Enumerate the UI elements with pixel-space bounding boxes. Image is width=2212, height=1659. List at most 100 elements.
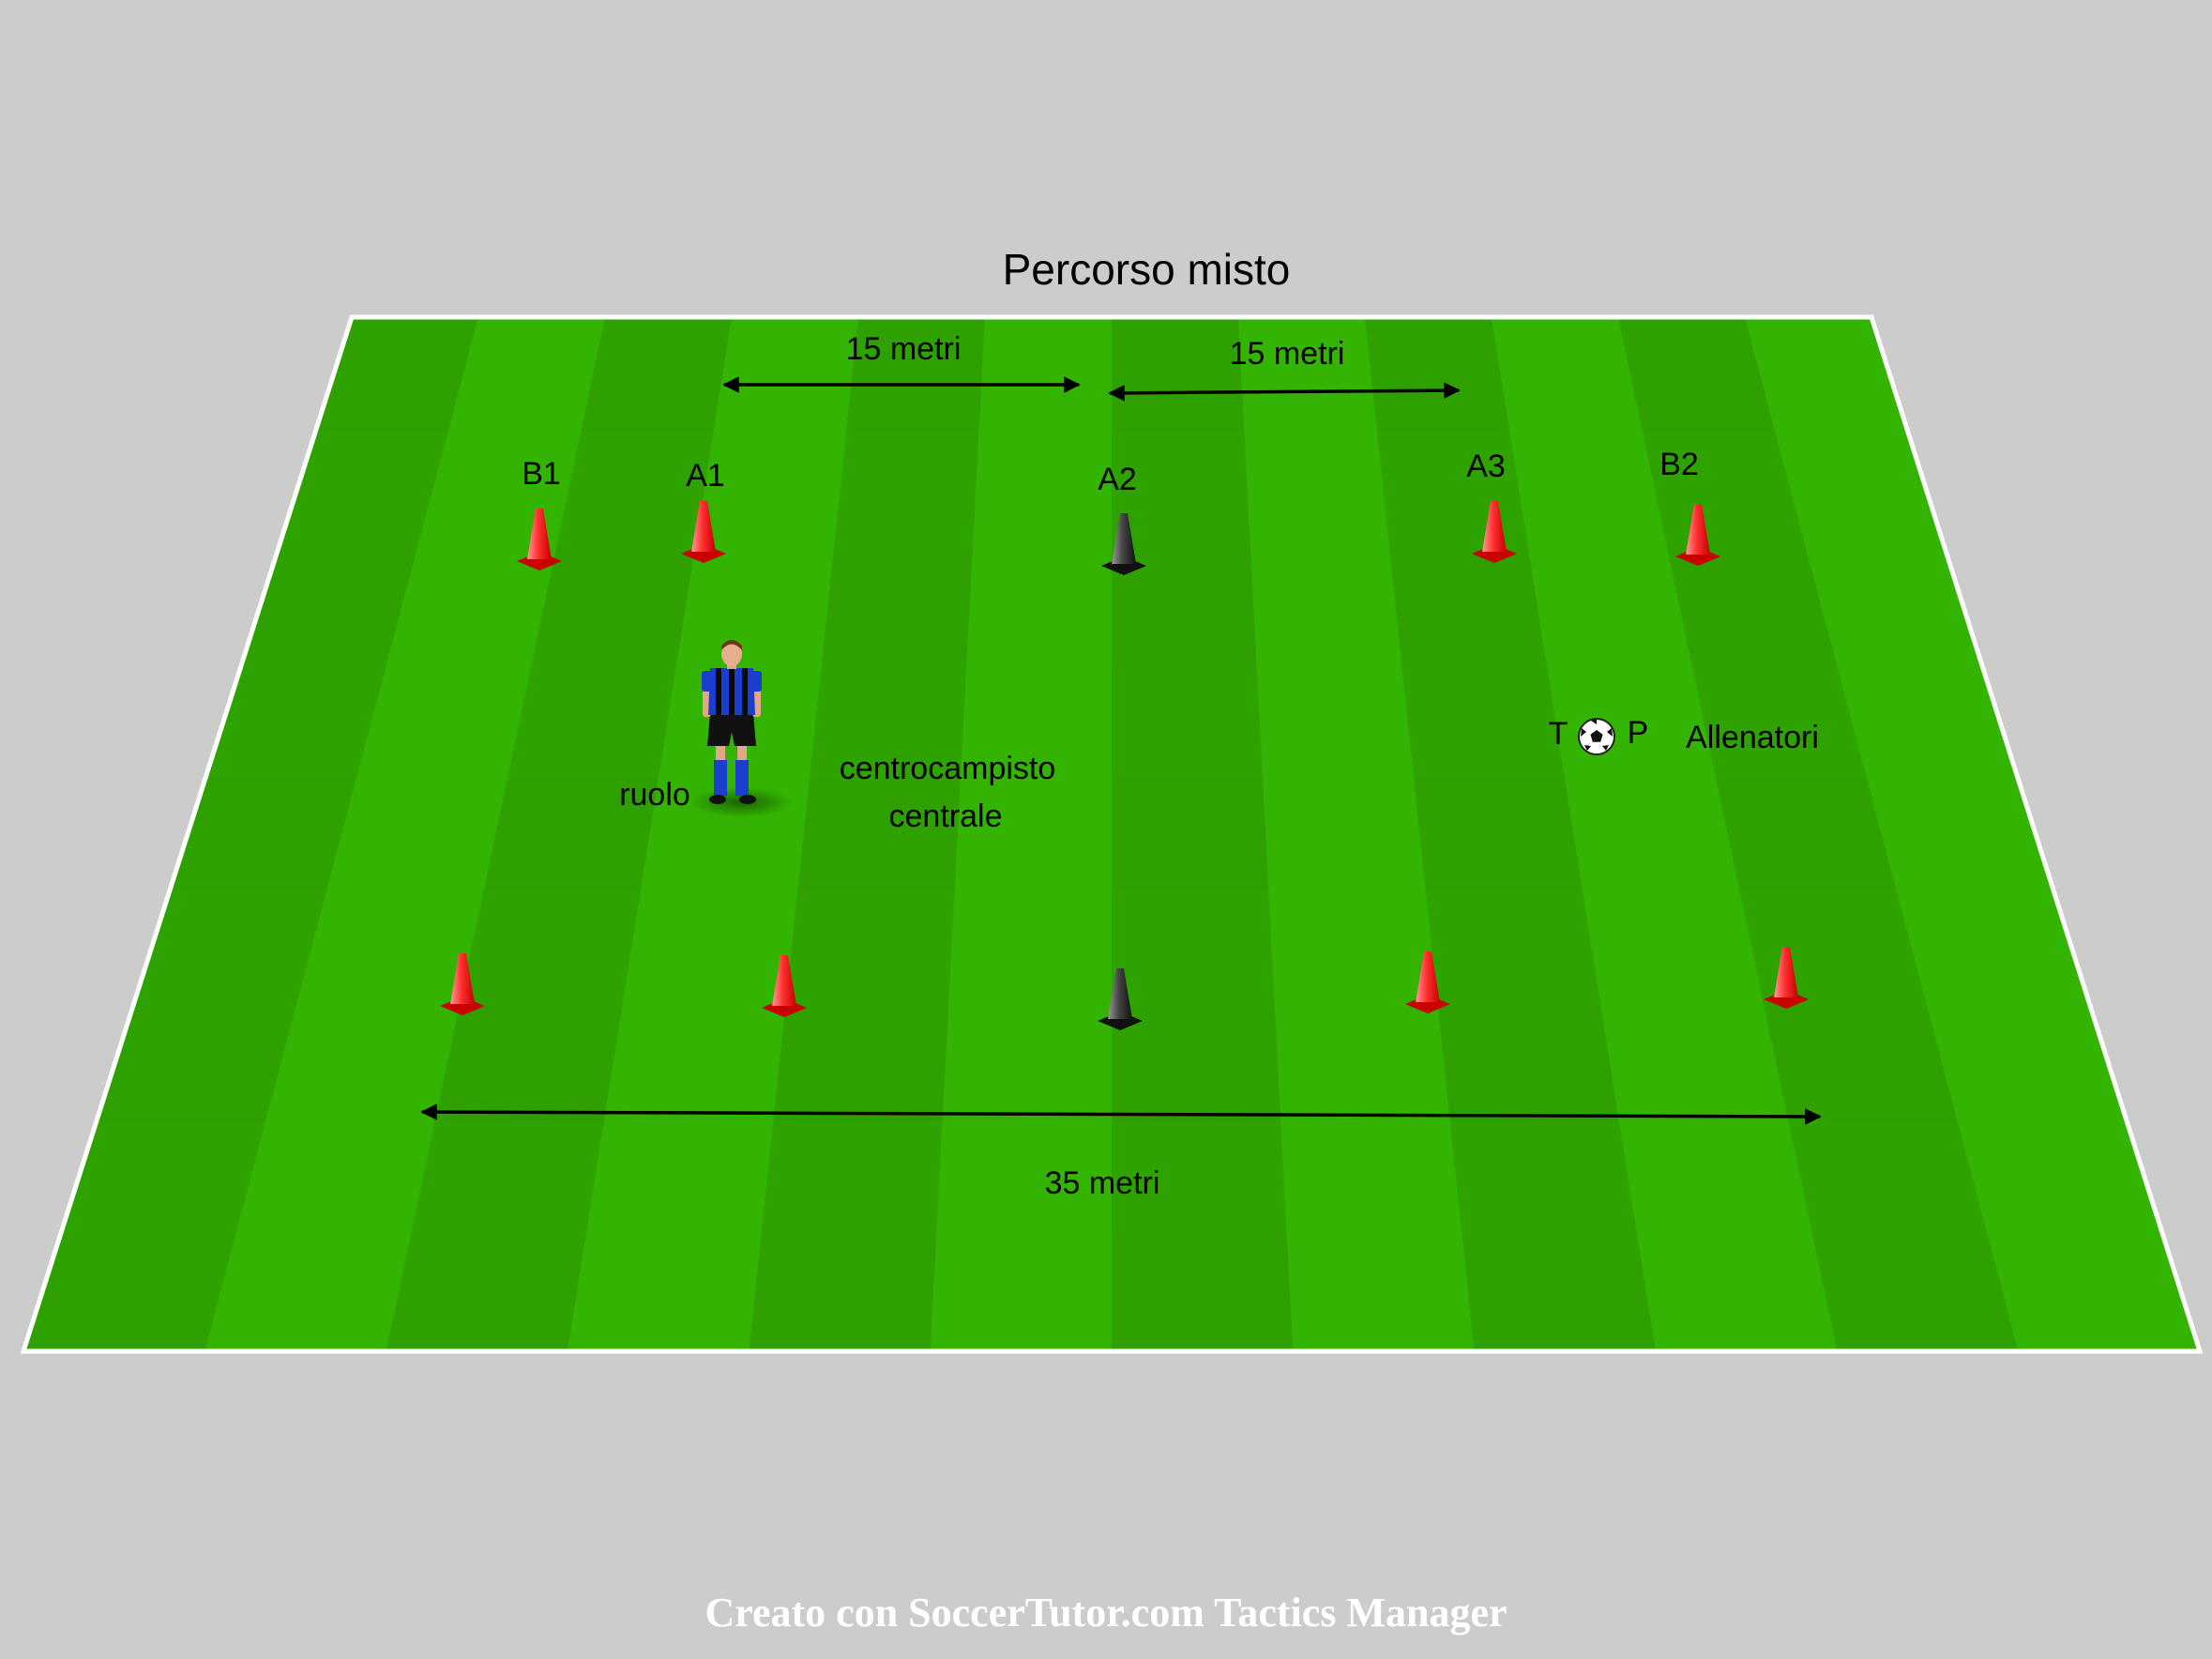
pitch-stripe (1618, 317, 1776, 433)
pitch-stripe (978, 317, 1112, 433)
pitch-stripe (1462, 1236, 1656, 1351)
pitch-stripe (966, 546, 1112, 662)
pitch-stripe (1957, 1121, 2164, 1237)
pitch-stripe (749, 1236, 937, 1351)
pitch-stripe (1509, 432, 1667, 547)
pitch-stripe (942, 1006, 1112, 1122)
pitch-stripe (797, 776, 962, 892)
pitch-stripe (459, 891, 641, 1007)
pitch-stripe (1600, 1006, 1789, 1122)
pitch-stripe (556, 432, 714, 547)
pitch-stripe (508, 662, 677, 777)
footer-credit: Creato con SoccerTutor.com Tactics Manag… (705, 1590, 1507, 1636)
pitch-stripe (1642, 432, 1806, 547)
cone-label-b2: B2 (1659, 447, 1699, 482)
pitch-stripe (961, 662, 1112, 777)
pitch-stripe (1112, 1121, 1287, 1237)
pitch-stripe (1401, 662, 1565, 777)
pitch-stripe (265, 1006, 460, 1122)
pitch-stripe (1112, 546, 1257, 662)
coaches-label: Allenatori (1686, 720, 1819, 755)
pitch-stripe (132, 891, 326, 1007)
pitch-stripe (834, 432, 979, 547)
pitch-stripe (948, 891, 1112, 1007)
pitch-stripe (23, 1236, 235, 1351)
pitch-stripe (386, 1236, 586, 1351)
pitch-stripe (1425, 891, 1601, 1007)
pitch-stripe (581, 317, 732, 433)
pitch-stripe (410, 1121, 604, 1237)
pitch-stripe (1112, 1236, 1294, 1351)
pitch-stripe (1492, 317, 1643, 433)
pitch-stripe (1112, 662, 1263, 777)
pitch-stripe (585, 1121, 774, 1237)
pitch-stripe (973, 432, 1112, 547)
pitch-stripe (1583, 891, 1765, 1007)
pitch-border (20, 314, 2204, 1354)
pitch-stripe (356, 662, 533, 777)
pitch-stripe (1112, 317, 1245, 433)
pitch-stripe (713, 317, 858, 433)
pitch-stripe (822, 546, 974, 662)
pitch-stripe (1365, 317, 1510, 433)
pitch-stripe (483, 776, 659, 892)
pitch-stripe (1739, 891, 1928, 1007)
player-figure (689, 640, 793, 817)
diagram-title: Percorso misto (1003, 245, 1291, 294)
cone-b1 (517, 509, 562, 571)
pitch-stripe (1449, 1121, 1638, 1237)
pitch-stripe (1988, 1236, 2200, 1351)
pitch-stripe (1836, 662, 2018, 777)
pitch-stripe (96, 1006, 296, 1122)
cone-bottom-3 (1098, 968, 1143, 1030)
pitch-stripe (1286, 1236, 1475, 1351)
pitch-stripe (235, 1121, 435, 1237)
pitch-stripe (761, 1121, 943, 1237)
pitch-stripe (315, 317, 478, 433)
pitch-stripe (1437, 1006, 1620, 1122)
pitch-stripe (1619, 1121, 1813, 1237)
pitch-stripe (1666, 546, 1837, 662)
cone-b2 (1675, 504, 1720, 566)
measure-top-right: 15 metri (1108, 336, 1461, 402)
pitch-stripe (930, 1236, 1112, 1351)
pitch-stripe (846, 317, 985, 433)
pitch-stripe (532, 546, 696, 662)
pitch-stripe (169, 776, 357, 892)
pitch-stripe (447, 317, 605, 433)
cone-a2 (1101, 513, 1146, 575)
pitch-stripe (568, 1236, 762, 1351)
pitch-stripe (1112, 1006, 1281, 1122)
pitch-stripe (1112, 891, 1275, 1007)
pitch-stripe (695, 432, 847, 547)
measure-top-left: 15 metri (722, 331, 1081, 393)
player-position-line2: centrale (889, 799, 1003, 834)
pitch-stripe (603, 1006, 786, 1122)
pitch-stripe (1527, 546, 1691, 662)
cone-bottom-5 (1764, 947, 1809, 1009)
cone-label-b1: B1 (522, 456, 561, 492)
measure-bottom: 35 metri (420, 1103, 1822, 1201)
pitch-stripe (622, 891, 798, 1007)
pitch-stripe (1262, 776, 1426, 892)
player-position-line1: centrocampisto (840, 751, 1056, 786)
pitch-stripe (1745, 317, 1908, 433)
pitch-stripe (1812, 1236, 2019, 1351)
coach-letter-left: T (1549, 716, 1568, 752)
pitch-stripe (1775, 432, 1945, 547)
pitch-stripe (279, 432, 448, 547)
cone-a1 (681, 501, 726, 563)
pitch-stripe (1413, 776, 1583, 892)
pitch-stripe (1250, 546, 1401, 662)
player-role-label: ruolo (619, 777, 690, 813)
pitch-stripe (1564, 776, 1740, 892)
pitch-stripe (295, 891, 484, 1007)
pitch-stripe (1788, 1121, 1989, 1237)
pitch-stripe (1764, 1006, 1958, 1122)
pitch-stripe (205, 662, 387, 777)
measure-top-right-arrow (1108, 382, 1461, 402)
cone-label-a1: A1 (686, 458, 725, 494)
pitch-stripe (1256, 662, 1414, 777)
pitch-stripe (1805, 546, 1981, 662)
